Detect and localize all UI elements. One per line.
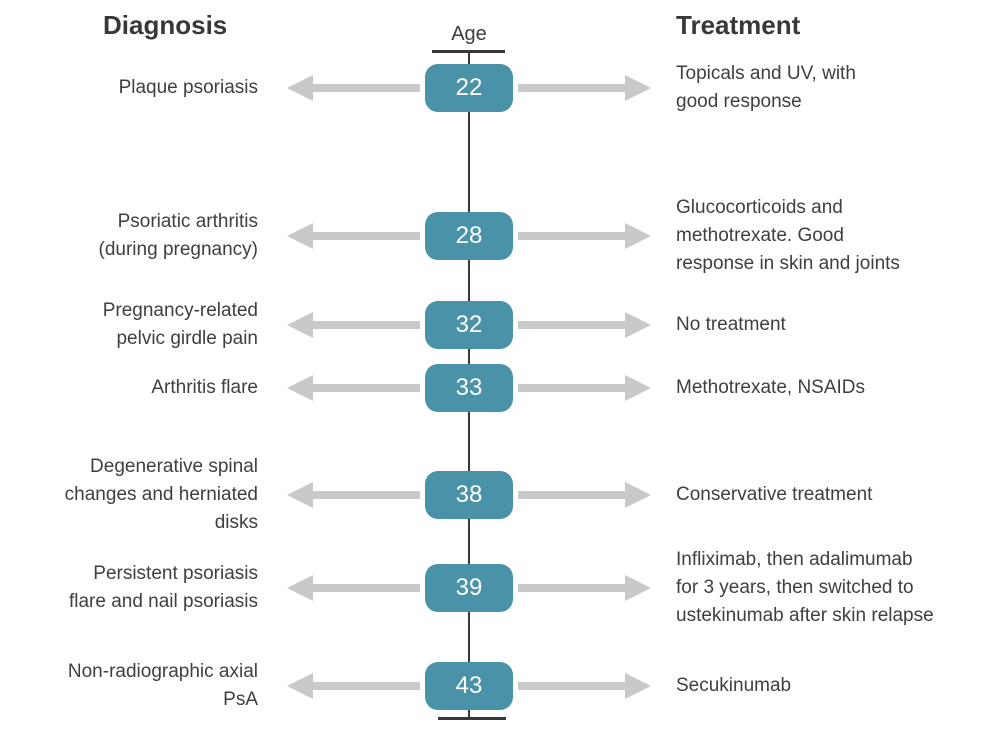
diagnosis-label: Non-radiographic axial PsA bbox=[67, 661, 258, 710]
diagnosis-label: Psoriatic arthritis (during pregnancy) bbox=[98, 211, 258, 260]
timeline-row: Psoriatic arthritis (during pregnancy) 2… bbox=[0, 194, 1000, 278]
left-arrow-icon bbox=[287, 312, 420, 338]
treatment-label: Methotrexate, NSAIDs bbox=[676, 377, 866, 398]
right-arrow-icon bbox=[518, 482, 651, 508]
age-value: 33 bbox=[455, 374, 483, 401]
right-arrow-cell bbox=[513, 574, 676, 602]
timeline-top-tick bbox=[432, 50, 505, 53]
right-arrow-cell bbox=[513, 672, 676, 700]
age-node: 39 bbox=[425, 564, 513, 612]
diagnosis-label: Arthritis flare bbox=[151, 377, 258, 398]
age-value: 22 bbox=[455, 74, 483, 101]
left-arrow-cell bbox=[258, 374, 425, 402]
left-arrow-cell bbox=[258, 74, 425, 102]
left-arrow-icon bbox=[287, 575, 420, 601]
age-node: 43 bbox=[425, 662, 513, 710]
left-arrow-cell bbox=[258, 222, 425, 250]
diagnosis-label: Persistent psoriasis flare and nail psor… bbox=[68, 563, 258, 612]
right-arrow-icon bbox=[518, 312, 651, 338]
age-node: 38 bbox=[425, 471, 513, 519]
timeline-row: Persistent psoriasis flare and nail psor… bbox=[0, 546, 1000, 630]
treatment-label: Glucocorticoids and methotrexate. Good r… bbox=[676, 197, 900, 274]
right-arrow-icon bbox=[518, 575, 651, 601]
right-arrow-cell bbox=[513, 74, 676, 102]
age-value: 43 bbox=[455, 672, 483, 699]
left-arrow-cell bbox=[258, 311, 425, 339]
left-arrow-icon bbox=[287, 75, 420, 101]
age-node: 33 bbox=[425, 364, 513, 412]
right-arrow-icon bbox=[518, 223, 651, 249]
timeline-row: Degenerative spinal changes and herniate… bbox=[0, 453, 1000, 537]
age-value: 28 bbox=[455, 222, 483, 249]
left-arrow-cell bbox=[258, 481, 425, 509]
timeline-row: Plaque psoriasis 22 Topicals and UV, wit… bbox=[0, 60, 1000, 116]
age-node: 32 bbox=[425, 301, 513, 349]
left-arrow-icon bbox=[287, 482, 420, 508]
age-value: 32 bbox=[455, 311, 483, 338]
left-arrow-icon bbox=[287, 375, 420, 401]
right-arrow-cell bbox=[513, 311, 676, 339]
treatment-label: Conservative treatment bbox=[676, 484, 873, 505]
diagnosis-column-title: Diagnosis bbox=[103, 10, 228, 40]
right-arrow-cell bbox=[513, 374, 676, 402]
age-value: 39 bbox=[455, 574, 483, 601]
right-arrow-cell bbox=[513, 222, 676, 250]
treatment-label: Secukinumab bbox=[676, 675, 792, 696]
treatment-column-title: Treatment bbox=[676, 10, 801, 40]
diagnosis-label: Degenerative spinal changes and herniate… bbox=[64, 456, 258, 533]
timeline-row: Arthritis flare 33 Methotrexate, NSAIDs bbox=[0, 364, 1000, 412]
right-arrow-icon bbox=[518, 75, 651, 101]
left-arrow-icon bbox=[287, 223, 420, 249]
timeline-row: Pregnancy-related pelvic girdle pain 32 … bbox=[0, 297, 1000, 353]
left-arrow-cell bbox=[258, 672, 425, 700]
right-arrow-cell bbox=[513, 481, 676, 509]
age-value: 38 bbox=[455, 481, 483, 508]
left-arrow-icon bbox=[287, 673, 420, 699]
diagnosis-label: Pregnancy-related pelvic girdle pain bbox=[102, 300, 258, 349]
left-arrow-cell bbox=[258, 574, 425, 602]
age-node: 22 bbox=[425, 64, 513, 112]
timeline-row: Non-radiographic axial PsA 43 Secukinuma… bbox=[0, 658, 1000, 714]
treatment-label: Infliximab, then adalimumab for 3 years,… bbox=[676, 549, 934, 626]
right-arrow-icon bbox=[518, 673, 651, 699]
diagnosis-label: Plaque psoriasis bbox=[118, 77, 258, 98]
right-arrow-icon bbox=[518, 375, 651, 401]
age-node: 28 bbox=[425, 212, 513, 260]
age-axis-label: Age bbox=[451, 23, 487, 45]
timeline-bottom-tick bbox=[438, 717, 506, 720]
treatment-label: No treatment bbox=[676, 314, 786, 335]
treatment-label: Topicals and UV, with good response bbox=[676, 63, 856, 112]
